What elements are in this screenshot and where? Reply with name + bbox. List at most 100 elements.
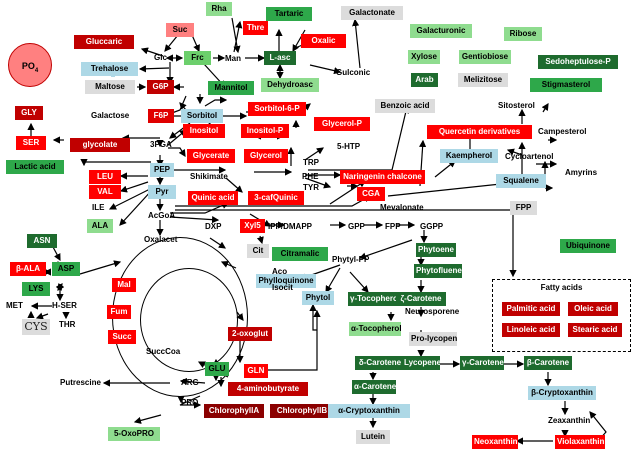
node-galactonate: Galactonate — [341, 6, 403, 20]
node-shikimate: Shikimate — [190, 172, 228, 181]
node-oxalic: Oxalic — [301, 34, 346, 48]
node-glycerolp: Glycerol-P — [314, 117, 370, 131]
node-violaxanthin: Violaxanthin — [555, 435, 605, 449]
po4-circle: PO4 — [8, 43, 52, 87]
node-bcryptoxanthin: β-Cryptoxanthin — [528, 386, 596, 400]
node-phytofluene: Phytofluene — [414, 264, 462, 278]
node-melizitose: Melizitose — [458, 73, 508, 87]
node-putrescine: Putrescine — [60, 378, 101, 387]
node-val: VAL — [89, 185, 121, 199]
node-gpp: GPP — [348, 222, 365, 231]
node-sedoheptulose: Sedoheptulose-P — [538, 55, 618, 69]
node-galacturonic: Galacturonic — [410, 24, 472, 38]
node-gulconic: Gulconic — [336, 68, 371, 77]
node-galactose: Galactose — [91, 111, 130, 120]
node-kaempherol: Kaempherol — [440, 149, 498, 163]
node-prolycopene: Pro-lycopene — [409, 332, 457, 346]
node-dxp: DXP — [205, 222, 222, 231]
node-aco: Aco — [272, 267, 288, 276]
node-glycerol: Glycerol — [244, 149, 288, 163]
node-gtoco: γ-Tocopherol — [348, 292, 402, 306]
node-phytol: Phytol — [302, 291, 334, 305]
node-maltose: Maltose — [85, 80, 135, 94]
node-chlorophylla: ChlorophyllA — [204, 404, 264, 418]
node-fpp2: FPP — [385, 222, 401, 231]
node-squalene: Squalene — [496, 174, 546, 188]
node-zcarotene: ζ-Carotene — [396, 292, 446, 306]
node-ubiquinone: Ubiquinone — [560, 239, 616, 253]
node-neurosporene: Neurosporene — [405, 307, 460, 316]
node-suc: Suc — [166, 23, 194, 37]
node-inositol: Inositol — [183, 124, 225, 138]
node-stigmasterol: Stigmasterol — [530, 78, 602, 92]
node-glc: Glc — [154, 53, 167, 62]
node-ippdmapp: IPP/DMAPP — [268, 222, 313, 231]
node-sitosterol: Sitosterol — [498, 101, 535, 110]
node-dehydroasc: Dehydroasc — [261, 78, 319, 92]
node-mevalonate: Mevalonate — [380, 203, 424, 212]
node-ala: ALA — [87, 219, 113, 233]
node-pyr: Pyr — [148, 185, 176, 199]
node-ggpp: GGPP — [420, 222, 444, 231]
node-phytylpp: Phytyl-PP — [332, 255, 370, 264]
node-thre: Thre — [243, 21, 268, 35]
node-trp: TRP — [303, 158, 319, 167]
node-gly: GLY — [15, 106, 43, 120]
node-f6p: F6P — [148, 109, 174, 123]
node-g6p: G6P — [147, 80, 174, 94]
node-cycloartenol: Cycloartenol — [505, 152, 554, 161]
node-amyrins: Amyrins — [565, 168, 598, 177]
node-fum: Fum — [107, 305, 131, 319]
node-acarotene: α-Carotene — [352, 380, 396, 394]
node-cga: CGA — [357, 187, 385, 201]
node-campesterol: Campesterol — [538, 127, 587, 136]
node-tyr: TYR — [303, 183, 319, 192]
node-hser: H-SER — [52, 301, 77, 310]
node-acgoa: AcGoA — [148, 211, 176, 220]
node-mal: Mal — [112, 278, 136, 292]
node-5htp: 5-HTP — [337, 142, 361, 151]
node-citramalic: Citramalic — [272, 247, 328, 261]
node-linoleic: Linoleic acid — [502, 323, 560, 337]
node-ribose: Ribose — [504, 27, 542, 41]
node-quercetin: Quercetin derivatives — [427, 125, 532, 139]
node-inositolp: Inositol-P — [241, 124, 289, 138]
node-5oxopro: 5-OxoPRO — [108, 427, 160, 441]
node-phylloquinone: Phylloquinone — [256, 274, 316, 288]
node-lasc: L-asc — [264, 51, 296, 65]
node-glycolate: glycolate — [70, 138, 130, 152]
node-cys: CYS — [22, 319, 50, 335]
node-pro: PRO — [181, 398, 199, 407]
node-met: MET — [6, 301, 23, 310]
node-sorbitol: Sorbitol — [181, 109, 223, 123]
fatty-acids-box: Fatty acids — [492, 279, 631, 352]
node-oleic: Oleic acid — [568, 302, 618, 316]
node-tartaric: Tartaric — [266, 7, 312, 21]
node-arg: ARG — [181, 378, 199, 387]
node-2oxoglut: 2-oxoglut — [228, 327, 272, 341]
node-3cafquinic: 3-cafQuinic — [248, 191, 304, 205]
node-succcoa: SuccCoa — [146, 347, 181, 356]
node-ser: SER — [16, 136, 46, 150]
node-man: Man — [225, 54, 241, 63]
node-arab: Arab — [411, 73, 438, 87]
node-ile: ILE — [92, 203, 105, 212]
node-rha: Rha — [206, 2, 232, 16]
node-xylose: Xylose — [408, 50, 440, 64]
node-quinic: Quinic acid — [188, 191, 238, 205]
node-succ: Succ — [108, 330, 136, 344]
node-gluccaric: Gluccaric — [74, 35, 134, 49]
node-frc: Frc — [184, 51, 211, 65]
node-mannitol: Mannitol — [208, 81, 254, 95]
node-isocit: Isocit — [272, 283, 293, 292]
node-lactic: Lactic acid — [6, 160, 64, 174]
node-bala: β-ALA — [10, 262, 46, 276]
tca-cycle-inner-ring — [140, 268, 238, 372]
node-3pga: 3PGA — [150, 140, 172, 149]
node-dcarotene: δ-Carotene — [355, 356, 405, 370]
node-sorbitol6p: Sorbitol-6-P — [248, 102, 306, 116]
node-phe: PHE — [302, 172, 319, 181]
node-cit: Cit — [247, 244, 269, 258]
node-trehalose: Trehalose — [81, 62, 138, 76]
node-pep: PEP — [150, 163, 174, 177]
